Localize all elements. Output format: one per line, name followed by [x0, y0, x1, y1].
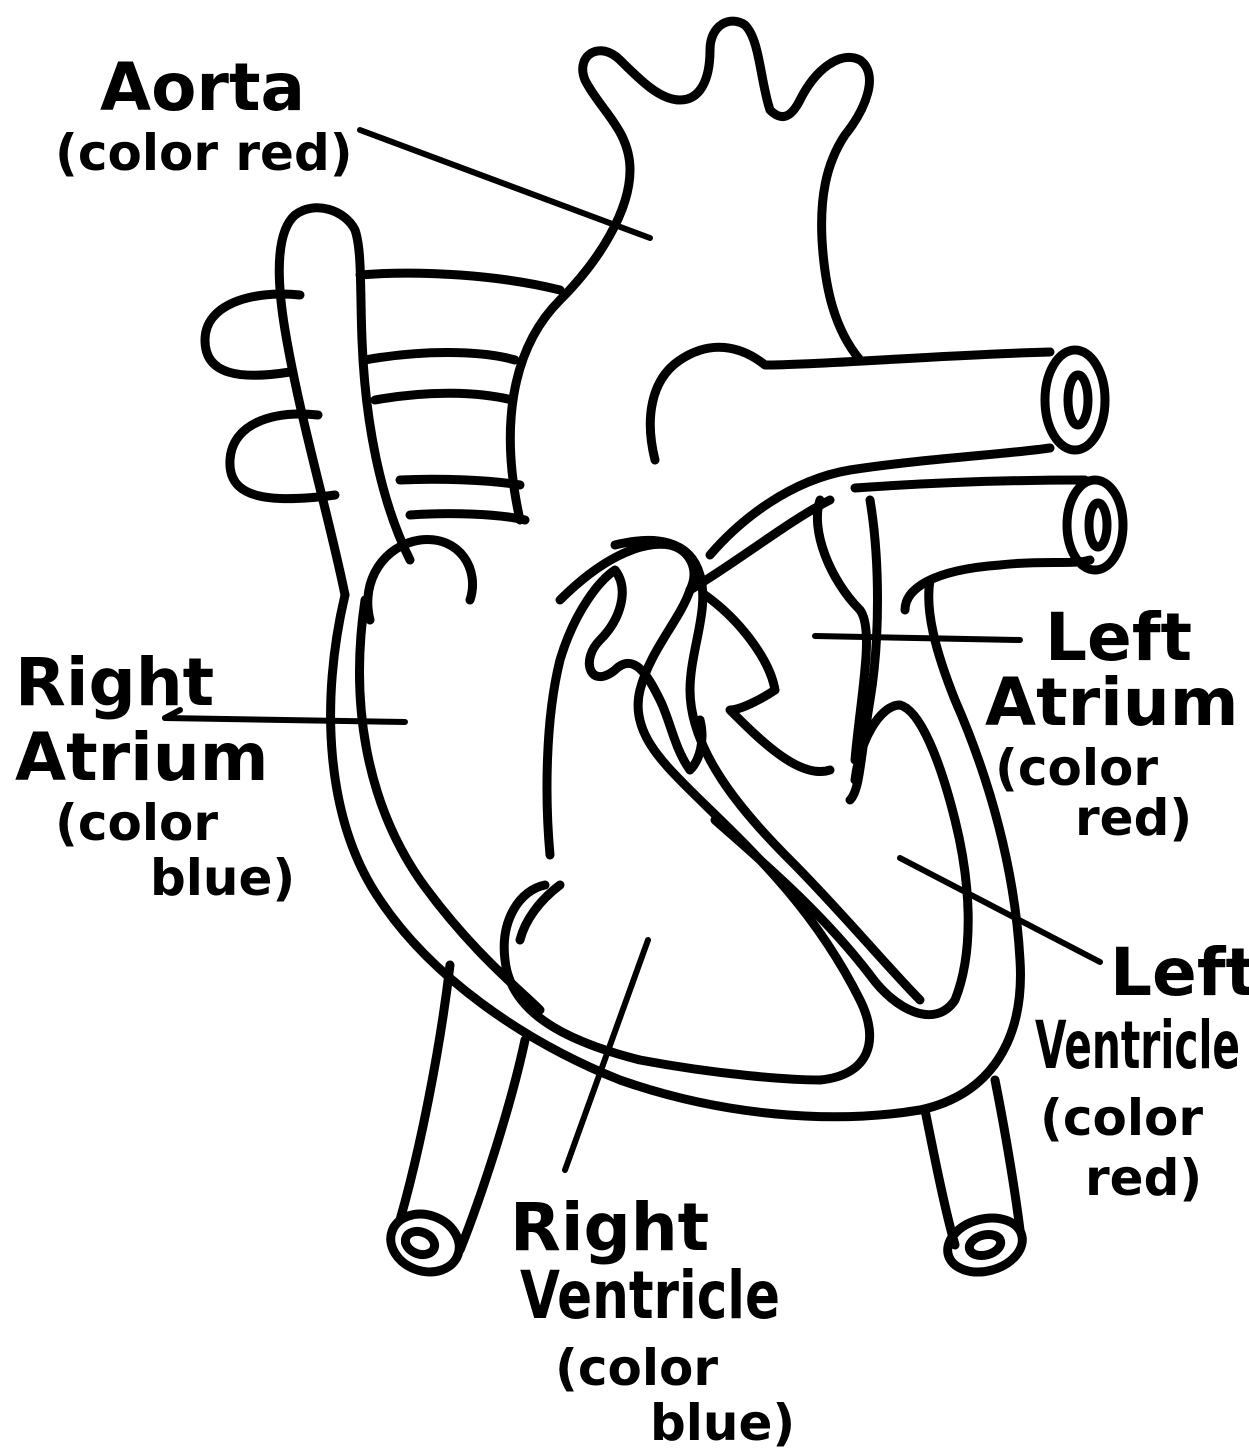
- left-ventricle-name-2: Ventricle: [1035, 1007, 1240, 1084]
- pulmonary-trunk: [650, 347, 1050, 460]
- right-atrium-name-2: Atrium: [15, 719, 269, 796]
- right-atrium-note-2: blue): [150, 849, 295, 907]
- mitral-valve: [817, 500, 866, 760]
- left-ventricle-note-1: (color: [1040, 1089, 1203, 1147]
- label-right-ventricle: Right Ventricle (color blue): [510, 1189, 795, 1450]
- left-atrium-note-2: red): [1075, 789, 1192, 847]
- septum-left: [560, 544, 870, 1080]
- right-atrium-name-1: Right: [15, 644, 214, 721]
- pulmonary-band-3: [375, 393, 512, 400]
- pulmonary-vein-upper-end: [1045, 350, 1105, 450]
- right-ventricle-name-2: Ventricle: [520, 1257, 780, 1334]
- heart-illustration: [205, 21, 1123, 1281]
- pulmonary-vein-lower-end: [1067, 480, 1123, 570]
- pulmonary-band-5: [410, 514, 525, 520]
- inferior-vena-cava-end: [383, 1205, 468, 1282]
- inferior-vena-cava-lumen: [402, 1228, 438, 1259]
- label-left-atrium: Left Atrium (color red): [985, 599, 1239, 847]
- left-ventricle-name-1: Left: [1110, 934, 1249, 1011]
- left-atrium-name-2: Atrium: [985, 664, 1239, 741]
- inferior-vena-cava: [400, 965, 525, 1250]
- right-atrium-bulge: [368, 540, 473, 620]
- pulmonary-band-1: [360, 273, 560, 290]
- aorta-leader: [360, 130, 650, 238]
- leader-lines: [165, 130, 1100, 1170]
- label-right-atrium: Right Atrium (color blue): [15, 644, 295, 907]
- descending-aorta-lumen: [967, 1231, 1003, 1259]
- right-ventricle-note-1: (color: [555, 1339, 718, 1397]
- right-ventricle-name-1: Right: [510, 1189, 709, 1266]
- pulmonary-vein-upper-lumen: [1068, 375, 1088, 425]
- aorta-name: Aorta: [100, 49, 305, 126]
- left-ventricle-leader: [900, 858, 1100, 962]
- aortic-arch: [510, 21, 869, 520]
- label-left-ventricle: Left Ventricle (color red): [1035, 934, 1249, 1207]
- right-ventricle-note-2: blue): [650, 1394, 795, 1450]
- pulmonary-band-2: [365, 353, 515, 361]
- aortic-valve: [705, 595, 830, 772]
- aorta-note: (color red): [55, 124, 353, 182]
- heart-outer-wall: [331, 580, 1021, 1117]
- pulmonary-vein-lower-lumen: [1089, 503, 1107, 547]
- left-ventricle-note-2: red): [1085, 1149, 1202, 1207]
- pulmonary-vein-lower: [855, 480, 1085, 488]
- right-atrium-note-1: (color: [55, 794, 218, 852]
- label-aorta: Aorta (color red): [55, 49, 353, 182]
- pulmonary-band-4: [400, 479, 520, 485]
- left-atrium-leader: [815, 636, 1020, 640]
- right-heart-inner-wall: [360, 600, 540, 1010]
